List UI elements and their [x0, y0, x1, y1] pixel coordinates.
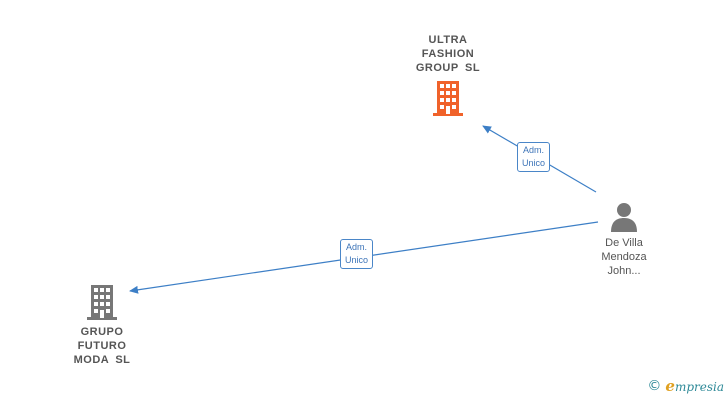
person-node-de-villa-mendoza[interactable]: De Villa Mendoza John...	[584, 202, 664, 278]
company-name: GRUPO FUTURO MODA SL	[52, 325, 152, 367]
brand-initial: e	[665, 377, 675, 395]
company-node-ultra-fashion-group[interactable]: ULTRA FASHION GROUP SL	[398, 33, 498, 117]
company-name-line: MODA SL	[73, 354, 131, 366]
person-name: De Villa Mendoza John...	[584, 236, 664, 278]
company-name-line: FUTURO	[77, 340, 127, 352]
brand-rest: mpresia	[674, 380, 724, 394]
company-node-grupo-futuro-moda[interactable]: GRUPO FUTURO MODA SL	[52, 285, 152, 367]
company-name-line: GRUPO	[80, 326, 124, 338]
company-name: ULTRA FASHION GROUP SL	[398, 33, 498, 75]
building-icon	[87, 285, 117, 320]
edge-label-line: Adm.	[346, 242, 368, 252]
company-name-line: ULTRA	[428, 34, 468, 46]
empresia-logo[interactable]: © empresia	[647, 377, 724, 395]
copyright-icon: ©	[647, 378, 662, 394]
edge-label-line: Unico	[345, 255, 369, 265]
person-name-line: Mendoza	[601, 251, 647, 263]
edge-label-line: Adm.	[523, 145, 545, 155]
building-icon	[433, 81, 463, 116]
company-name-line: FASHION	[421, 48, 475, 60]
person-name-line: De Villa	[605, 237, 643, 249]
person-icon	[611, 203, 637, 232]
edge-label-to-ultra[interactable]: Adm. Unico	[517, 142, 551, 172]
edge-label-to-grupo[interactable]: Adm. Unico	[340, 239, 374, 269]
edge-label-line: Unico	[522, 158, 546, 168]
person-name-line: John...	[607, 265, 641, 277]
company-name-line: GROUP SL	[415, 62, 481, 74]
brand-wordmark: empresia	[665, 377, 724, 395]
